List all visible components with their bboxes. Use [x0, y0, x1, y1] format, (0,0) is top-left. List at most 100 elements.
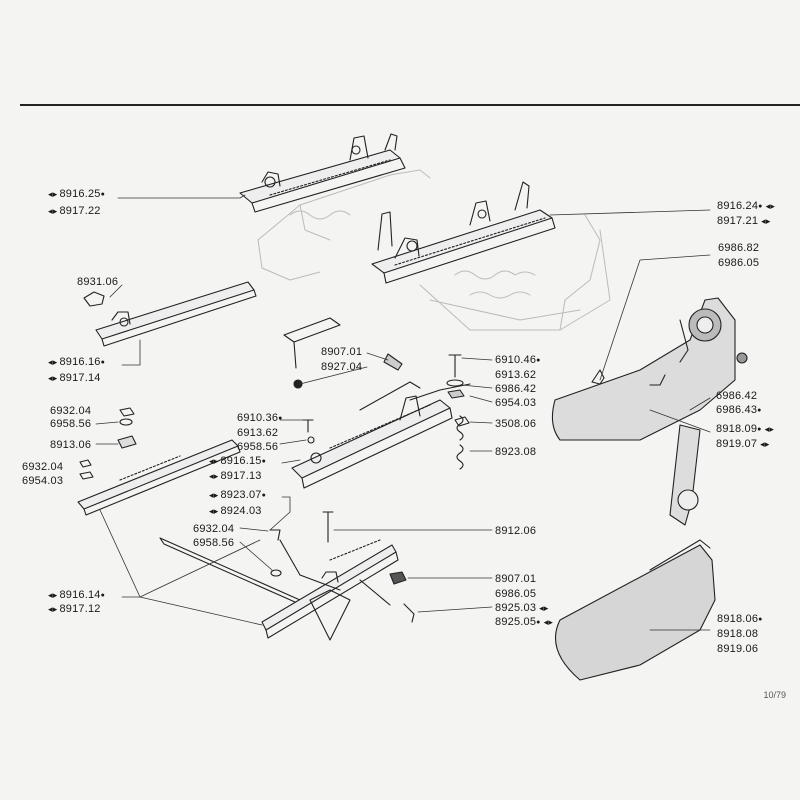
- top-rule: [20, 104, 800, 106]
- bullet-icon: ●: [100, 592, 106, 599]
- part-number-label: 3508.06: [495, 419, 536, 430]
- part-number-label: 6913.62: [495, 370, 536, 381]
- double-arrow-icon: ◂▸: [209, 471, 219, 481]
- rail-upper-left: [239, 133, 406, 213]
- part-number-text: 8916.25: [59, 188, 101, 200]
- part-number-text: 8916.24: [717, 200, 759, 212]
- part-number-label: 8927.04: [321, 362, 362, 373]
- double-arrow-icon: ◂▸: [760, 439, 770, 449]
- part-number-label: 6954.03: [495, 398, 536, 409]
- center-adjuster: [291, 354, 471, 489]
- seat-frame-outline: [257, 169, 611, 331]
- part-number-label: 6954.03: [22, 476, 63, 487]
- double-arrow-icon: ◂▸: [48, 206, 58, 216]
- slide-piece: [283, 317, 403, 389]
- rail-middle-left: [83, 281, 257, 347]
- part-number-text: 8917.21: [717, 215, 759, 227]
- part-number-label: 6986.42: [716, 391, 757, 402]
- part-number-label: 8931.06: [77, 277, 118, 288]
- part-number-text: 8917.14: [59, 372, 101, 384]
- part-number-label: 8918.08: [717, 629, 758, 640]
- part-number-label: 8925.05●◂▸: [495, 617, 555, 628]
- part-number-label: 8907.01: [321, 347, 362, 358]
- part-number-label: 6986.43●: [716, 405, 762, 416]
- part-number-text: 6958.56: [50, 418, 92, 430]
- part-number-text: 6932.04: [193, 523, 235, 535]
- part-number-label: 6932.04: [22, 462, 63, 473]
- bottom-linkage: [159, 511, 415, 641]
- part-number-label: 8918.09●◂▸: [716, 424, 776, 435]
- part-number-label: 8925.03◂▸: [495, 603, 551, 614]
- part-number-label: 8907.01: [495, 574, 536, 585]
- bullet-icon: ●: [261, 458, 267, 465]
- rail-lower-long: [77, 439, 241, 516]
- bullet-icon: ●: [757, 426, 762, 433]
- part-number-label: 6986.05: [495, 589, 536, 600]
- part-number-label: 6986.42: [495, 384, 536, 395]
- small-parts-left: [79, 407, 137, 480]
- part-number-label: 6932.04: [193, 524, 234, 535]
- part-number-label: 6958.56: [237, 442, 278, 453]
- part-number-label: ◂▸8917.14: [48, 373, 101, 384]
- bullet-icon: ●: [100, 191, 106, 198]
- part-number-label: 8912.06: [495, 526, 536, 537]
- part-number-label: 8923.08: [495, 447, 536, 458]
- part-number-text: 6958.56: [237, 441, 279, 453]
- double-arrow-icon: ◂▸: [209, 456, 219, 466]
- part-number-text: 8918.08: [717, 628, 759, 640]
- part-number-label: 6932.04: [50, 406, 91, 417]
- part-number-label: 8913.06: [50, 440, 91, 451]
- double-arrow-icon: ◂▸: [209, 506, 219, 516]
- part-number-text: 6986.42: [495, 383, 537, 395]
- bullet-icon: ●: [100, 359, 106, 366]
- part-number-text: 8907.01: [495, 573, 537, 585]
- part-number-label: ◂▸8917.13: [209, 471, 262, 482]
- part-number-text: 8912.06: [495, 525, 537, 537]
- part-number-label: ◂▸8916.25●: [48, 189, 105, 200]
- bullet-icon: ●: [757, 407, 762, 414]
- leader-lines: [95, 194, 711, 631]
- part-number-label: 6910.36●: [237, 413, 283, 424]
- part-number-label: ◂▸8916.16●: [48, 357, 105, 368]
- bullet-icon: ●: [758, 203, 763, 210]
- part-number-text: 8917.13: [220, 470, 262, 482]
- double-arrow-icon: ◂▸: [761, 216, 771, 226]
- part-number-text: 8917.12: [59, 603, 101, 615]
- part-number-label: ◂▸8923.07●: [209, 490, 266, 501]
- part-number-text: 8907.01: [321, 346, 363, 358]
- part-number-text: 8916.14: [59, 589, 101, 601]
- part-number-text: 8925.05: [495, 616, 537, 628]
- part-number-label: 6910.46●: [495, 355, 541, 366]
- double-arrow-icon: ◂▸: [539, 603, 549, 613]
- part-number-label: 6913.62: [237, 428, 278, 439]
- double-arrow-icon: ◂▸: [48, 590, 58, 600]
- part-number-text: 8916.16: [59, 356, 101, 368]
- part-number-text: 6986.42: [716, 390, 758, 402]
- part-number-text: 8925.03: [495, 602, 537, 614]
- part-number-text: 6910.36: [237, 412, 279, 424]
- part-number-text: 3508.06: [495, 418, 537, 430]
- part-number-label: 6986.05: [718, 258, 759, 269]
- part-number-text: 8927.04: [321, 361, 363, 373]
- part-number-text: 6913.62: [495, 369, 537, 381]
- part-number-text: 6958.56: [193, 537, 235, 549]
- part-number-label: ◂▸8916.15●: [209, 456, 266, 467]
- double-arrow-icon: ◂▸: [543, 617, 554, 627]
- recliner-cover-lower: [555, 539, 716, 681]
- part-number-label: 8918.06●: [717, 614, 763, 625]
- part-number-text: 8931.06: [77, 276, 119, 288]
- part-number-text: 8913.06: [50, 439, 92, 451]
- double-arrow-icon: ◂▸: [764, 424, 775, 434]
- part-number-text: 6986.05: [495, 588, 537, 600]
- part-number-label: 6958.56: [50, 419, 91, 430]
- part-number-text: 8923.07: [220, 489, 262, 501]
- part-number-text: 8916.15: [220, 455, 262, 467]
- part-number-label: ◂▸8917.12: [48, 604, 101, 615]
- part-number-label: 8919.07◂▸: [716, 439, 772, 450]
- part-number-text: 6986.43: [716, 404, 758, 416]
- double-arrow-icon: ◂▸: [765, 201, 776, 211]
- part-number-text: 6913.62: [237, 427, 279, 439]
- part-number-text: 6986.05: [718, 257, 760, 269]
